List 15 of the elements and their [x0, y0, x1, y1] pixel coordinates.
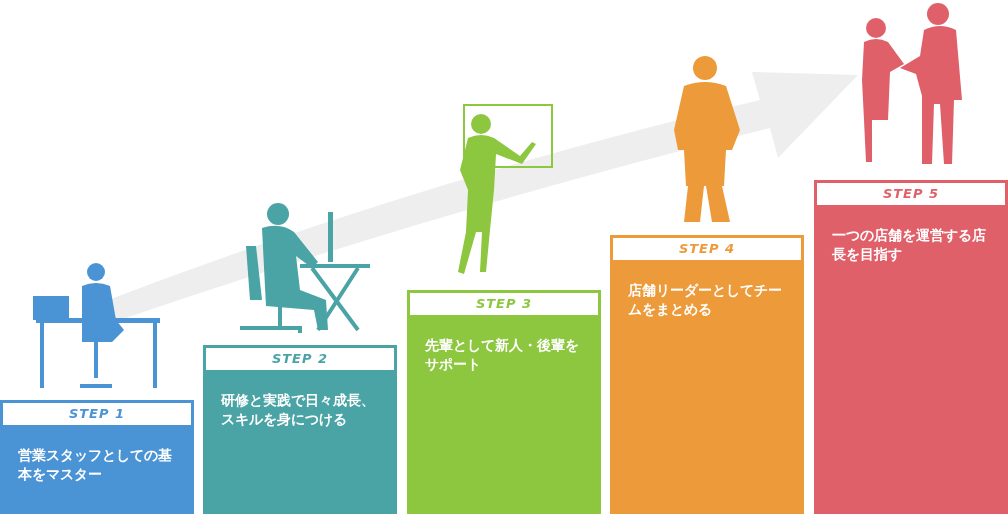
- step-header: STEP 1: [0, 400, 194, 428]
- step-column: [610, 235, 804, 514]
- step-column: [407, 290, 601, 514]
- step-description: 研修と実践で日々成長、スキルを身につける: [221, 391, 376, 429]
- step-description: 先輩として新人・後輩をサポート: [425, 336, 580, 374]
- step-description: 店舗リーダーとしてチームをまとめる: [628, 281, 783, 319]
- step-description: 営業スタッフとしての基本をマスター: [18, 446, 173, 484]
- step-description: 一つの店舗を運営する店長を目指す: [832, 226, 987, 264]
- step-header: STEP 5: [814, 180, 1008, 208]
- step-column: [0, 400, 194, 514]
- step-column: [814, 180, 1008, 514]
- step-header: STEP 4: [610, 235, 804, 263]
- step-column: [203, 345, 397, 514]
- step-header: STEP 3: [407, 290, 601, 318]
- step-header: STEP 2: [203, 345, 397, 373]
